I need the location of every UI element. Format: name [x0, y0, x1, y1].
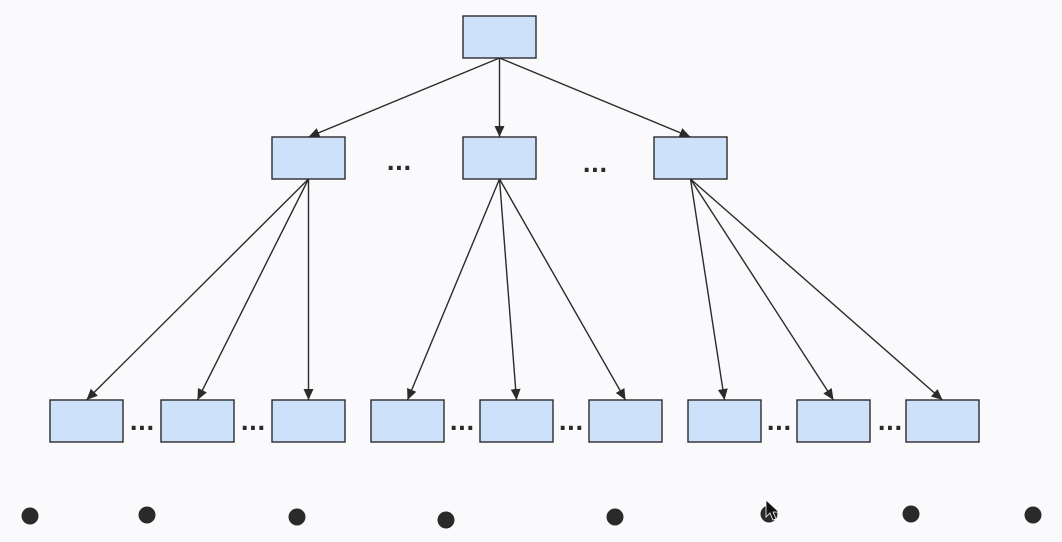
tree-node-level-2-0	[49, 399, 124, 443]
bottom-dot-7	[1024, 506, 1042, 524]
tree-node-level-2-6	[687, 399, 762, 443]
tree-node-level-2-4	[479, 399, 554, 443]
bottom-dot-2	[288, 508, 306, 526]
bottom-dots-group	[21, 505, 1042, 529]
tree-node-level-2-5	[588, 399, 663, 443]
bottom-dot-4	[606, 508, 624, 526]
nodes-group	[49, 15, 980, 443]
bottom-dot-6	[902, 505, 920, 523]
ellipsis-0: ...	[386, 151, 411, 176]
edge-arrow-1-1-to-2-3	[406, 178, 501, 401]
edge-arrow-0-0-to-1-0	[308, 57, 500, 138]
edge-arrow-1-2-to-2-7	[689, 178, 835, 401]
bottom-dot-3	[437, 511, 455, 529]
ellipsis-group: ........................	[129, 151, 902, 436]
bottom-dot-0	[21, 507, 39, 525]
edge-arrow-1-1-to-2-4	[498, 178, 521, 401]
tree-node-level-1-0	[271, 136, 346, 180]
edge-arrow-1-1-to-2-5	[498, 178, 627, 401]
tree-node-level-2-1	[160, 399, 235, 443]
edge-arrow-1-2-to-2-8	[690, 178, 943, 401]
ellipsis-2: ...	[129, 411, 154, 436]
tree-node-level-1-2	[653, 136, 728, 180]
edge-arrow-1-0-to-2-1	[196, 178, 310, 401]
ellipsis-7: ...	[877, 411, 902, 436]
mouse-cursor-icon	[765, 499, 781, 521]
ellipsis-1: ...	[582, 153, 607, 178]
edge-arrow-0-0-to-1-2	[499, 57, 691, 138]
edges-group	[86, 57, 943, 401]
bottom-dot-1	[138, 506, 156, 524]
ellipsis-5: ...	[558, 411, 583, 436]
ellipsis-4: ...	[449, 411, 474, 436]
tree-node-level-2-7	[796, 399, 871, 443]
tree-node-level-1-1	[462, 136, 537, 180]
tree-node-level-0-0	[462, 15, 537, 59]
ellipsis-6: ...	[766, 411, 791, 436]
edge-arrow-1-2-to-2-6	[689, 178, 728, 401]
tree-node-level-2-3	[370, 399, 445, 443]
tree-node-level-2-2	[271, 399, 346, 443]
ellipsis-3: ...	[240, 411, 265, 436]
edge-arrow-1-0-to-2-0	[86, 178, 309, 401]
tree-node-level-2-8	[905, 399, 980, 443]
